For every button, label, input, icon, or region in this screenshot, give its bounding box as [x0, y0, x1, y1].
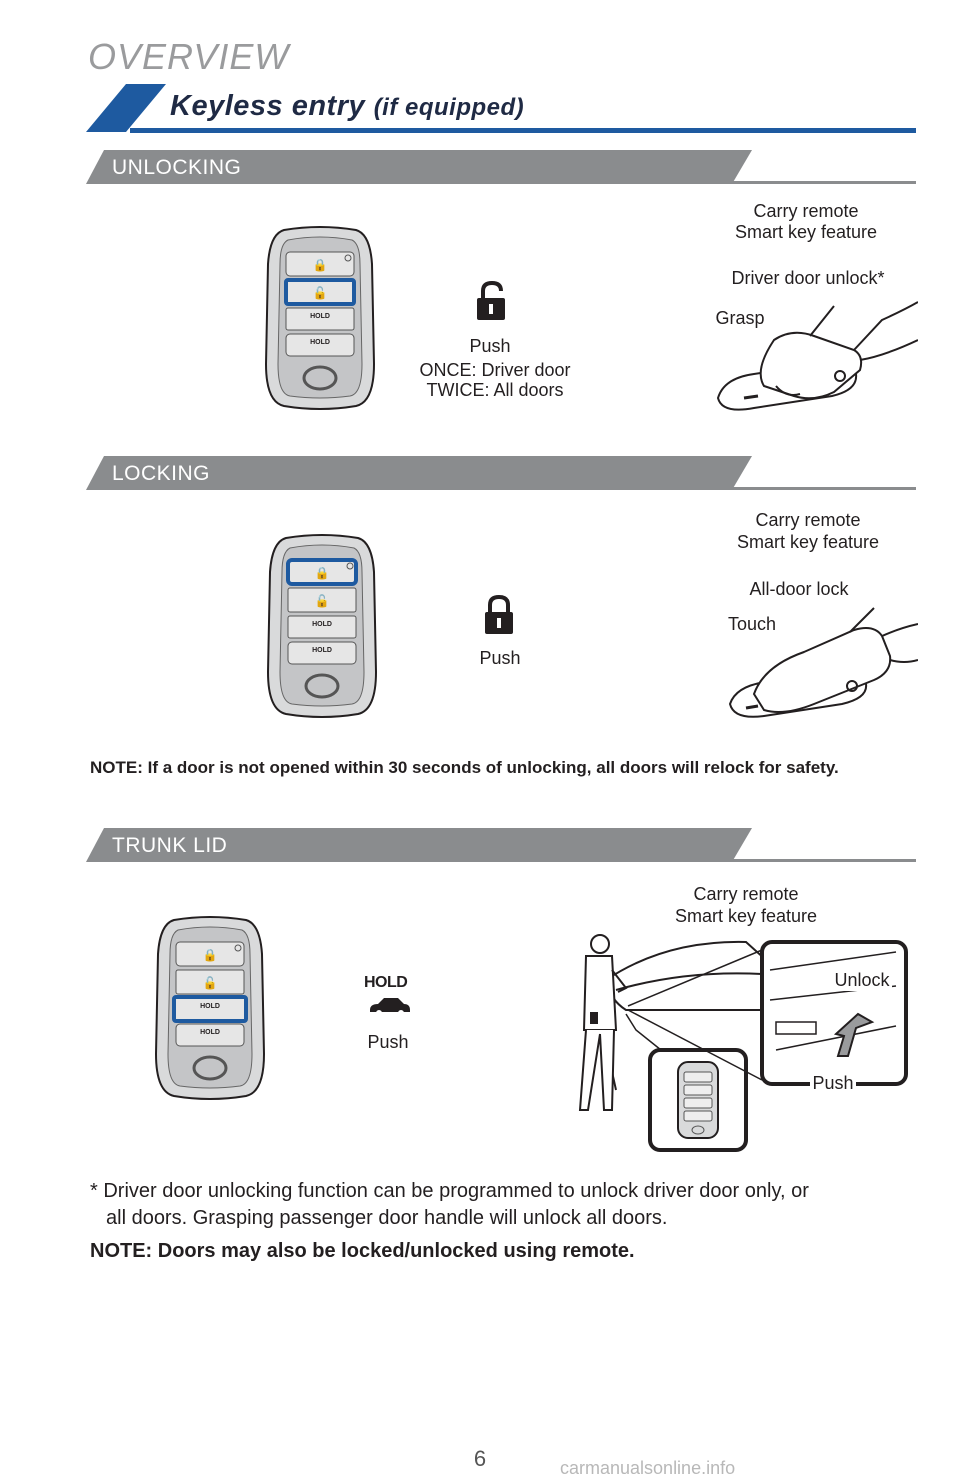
svg-text:🔓: 🔓 [313, 286, 328, 300]
svg-text:HOLD: HOLD [200, 1003, 220, 1010]
unlock-push-twice: TWICE: All doors [426, 380, 564, 400]
unlocking-heading: UNLOCKING [112, 156, 242, 179]
unlock-push-once: ONCE: Driver door [419, 360, 571, 380]
person-trunk-illustration [578, 934, 908, 1152]
trunk-push-detail-label: Push [810, 1073, 856, 1094]
relock-note: NOTE: If a door is not opened within 30 … [90, 758, 839, 777]
trunk-car-icon [370, 998, 410, 1016]
trunk-unlock-label: Unlock [832, 970, 892, 991]
lock-all-door: All-door lock [749, 579, 849, 599]
svg-text:HOLD: HOLD [312, 621, 332, 628]
svg-text:🔓: 🔓 [203, 976, 218, 990]
lock-push-label: Push [479, 648, 521, 668]
trunk-carry-remote: Carry remote [693, 884, 799, 904]
svg-text:🔓: 🔓 [315, 594, 330, 608]
unlock-carry-remote: Carry remote [753, 201, 859, 221]
svg-text:🔒: 🔒 [313, 258, 328, 272]
unlock-smart-key: Smart key feature [734, 222, 878, 242]
unlock-grasp-label: Grasp [715, 308, 765, 328]
key-fob-lock-illustration: 🔒 🔓 HOLD HOLD [266, 534, 378, 718]
svg-text:HOLD: HOLD [200, 1029, 220, 1036]
svg-text:HOLD: HOLD [310, 339, 330, 346]
svg-text:HOLD: HOLD [312, 647, 332, 654]
section-overview-title: OVERVIEW [88, 36, 290, 77]
lock-carry-remote: Carry remote [755, 510, 861, 530]
page-number: 6 [473, 1446, 487, 1471]
trunk-smart-key: Smart key feature [674, 906, 818, 926]
key-fob-trunk-illustration: 🔒 🔓 HOLD HOLD [154, 916, 266, 1100]
touch-handle-illustration [728, 607, 918, 718]
unlocking-band [86, 150, 916, 184]
footnote-driver-door: * Driver door unlocking function can be … [90, 1180, 809, 1229]
svg-text:HOLD: HOLD [310, 313, 330, 320]
trunk-hold-label: HOLD [364, 974, 408, 991]
unlock-push-label: Push [469, 336, 511, 356]
remote-note: NOTE: Doors may also be locked/unlocked … [90, 1240, 635, 1262]
trunk-push-label: Push [367, 1032, 409, 1052]
unlock-icon [477, 280, 505, 320]
trunk-heading: TRUNK LID [112, 834, 228, 857]
lock-touch-label: Touch [727, 614, 777, 634]
page-title: Keyless entry (if equipped) [170, 90, 525, 122]
grasp-handle-illustration [716, 301, 918, 411]
key-fob-unlock-illustration: 🔒 🔓 HOLD HOLD [264, 226, 376, 410]
svg-text:🔒: 🔒 [315, 566, 330, 580]
locking-band [86, 456, 916, 490]
watermark: carmanualsonline.info [560, 1458, 736, 1478]
svg-text:🔒: 🔒 [203, 948, 218, 962]
unlock-driver-door: Driver door unlock* [731, 268, 885, 288]
lock-smart-key: Smart key feature [736, 532, 880, 552]
title-bar-graphic [86, 84, 916, 133]
trunk-band [86, 828, 916, 862]
locking-heading: LOCKING [112, 462, 211, 485]
lock-icon [485, 594, 513, 634]
